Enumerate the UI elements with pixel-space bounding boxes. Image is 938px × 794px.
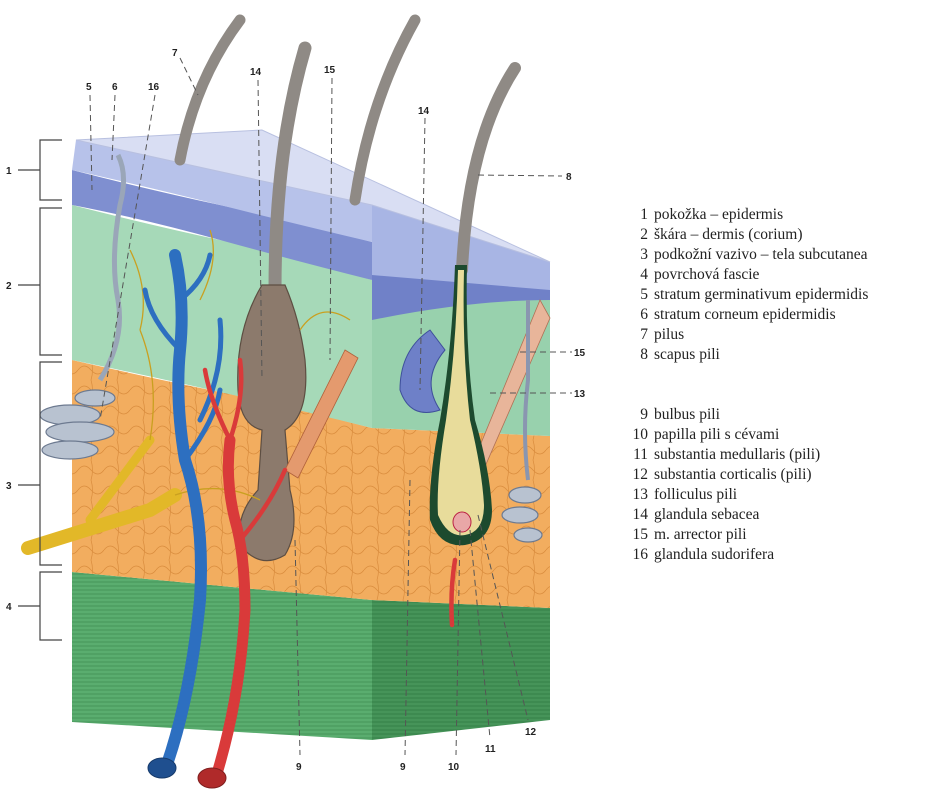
hair-shaft-3	[355, 20, 415, 200]
legend-num: 2	[628, 225, 654, 245]
legend-item-3: 3podkožní vazivo – tela subcutanea	[628, 245, 933, 265]
leader-8	[478, 175, 562, 176]
legend-num: 6	[628, 305, 654, 325]
legend-text: podkožní vazivo – tela subcutanea	[654, 245, 867, 265]
legend-num: 7	[628, 325, 654, 345]
legend-num: 1	[628, 205, 654, 225]
artery-cut-end	[198, 768, 226, 788]
layer-fascia	[72, 572, 372, 740]
legend-item-13: 13folliculus pili	[628, 485, 933, 505]
marker-15-left: 15	[324, 65, 336, 76]
marker-4: 4	[6, 602, 12, 613]
marker-16: 16	[148, 82, 160, 93]
legend-item-15: 15m. arrector pili	[628, 525, 933, 545]
legend-num: 13	[628, 485, 654, 505]
legend-item-5: 5stratum germinativum epidermidis	[628, 285, 933, 305]
legend-text: stratum corneum epidermidis	[654, 305, 836, 325]
marker-13: 13	[574, 389, 586, 400]
sweat-coil-side-2	[502, 507, 538, 523]
legend-text: scapus pili	[654, 345, 720, 365]
legend-text: pilus	[654, 325, 684, 345]
sweat-coil-2	[46, 422, 114, 442]
legend-text: folliculus pili	[654, 485, 737, 505]
sweat-coil-4	[75, 390, 115, 406]
marker-5: 5	[86, 82, 92, 93]
legend-text: papilla pili s cévami	[654, 425, 779, 445]
layer-brackets	[18, 140, 62, 640]
legend-num: 8	[628, 345, 654, 365]
marker-15-right: 15	[574, 348, 586, 359]
leader-7	[180, 58, 198, 95]
legend-item-11: 11substantia medullaris (pili)	[628, 445, 933, 465]
legend-item-6: 6stratum corneum epidermidis	[628, 305, 933, 325]
legend-item-16: 16glandula sudorifera	[628, 545, 933, 565]
legend-item-2: 2škára – dermis (corium)	[628, 225, 933, 245]
sweat-coil-side-1	[509, 487, 541, 503]
marker-6: 6	[112, 82, 118, 93]
legend-num: 10	[628, 425, 654, 445]
legend-text: škára – dermis (corium)	[654, 225, 803, 245]
bracket-1	[18, 140, 62, 200]
legend-num: 9	[628, 405, 654, 425]
marker-8: 8	[566, 172, 572, 183]
legend-text: pokožka – epidermis	[654, 205, 783, 225]
legend-num: 11	[628, 445, 654, 465]
legend-item-14: 14glandula sebacea	[628, 505, 933, 525]
side-fascia	[372, 600, 550, 740]
legend-item-4: 4povrchová fascie	[628, 265, 933, 285]
legend-text: stratum germinativum epidermidis	[654, 285, 868, 305]
marker-9-left: 9	[296, 762, 302, 773]
hair-papilla	[453, 512, 471, 532]
legend-num: 5	[628, 285, 654, 305]
legend-num: 16	[628, 545, 654, 565]
legend-num: 3	[628, 245, 654, 265]
bracket-4	[18, 572, 62, 640]
marker-7: 7	[172, 48, 178, 59]
legend-text: substantia medullaris (pili)	[654, 445, 820, 465]
marker-11: 11	[485, 744, 496, 755]
legend-text: bulbus pili	[654, 405, 720, 425]
legend-text: povrchová fascie	[654, 265, 759, 285]
legend-text: m. arrector pili	[654, 525, 747, 545]
legend-text: substantia corticalis (pili)	[654, 465, 812, 485]
legend-num: 14	[628, 505, 654, 525]
vein-cut-end	[148, 758, 176, 778]
legend-num: 12	[628, 465, 654, 485]
marker-2: 2	[6, 281, 12, 292]
legend-gap	[628, 365, 933, 405]
legend-num: 4	[628, 265, 654, 285]
legend-item-1: 1pokožka – epidermis	[628, 205, 933, 225]
legend-num: 15	[628, 525, 654, 545]
marker-9-right: 9	[400, 762, 406, 773]
legend-item-10: 10papilla pili s cévami	[628, 425, 933, 445]
legend-item-8: 8scapus pili	[628, 345, 933, 365]
marker-3: 3	[6, 481, 12, 492]
bracket-2	[18, 208, 62, 355]
legend-item-12: 12substantia corticalis (pili)	[628, 465, 933, 485]
sweat-coil-3	[42, 441, 98, 459]
sweat-coil-side-3	[514, 528, 542, 542]
legend-text: glandula sebacea	[654, 505, 759, 525]
marker-1: 1	[6, 166, 12, 177]
marker-14-right: 14	[418, 106, 430, 117]
marker-10: 10	[448, 762, 460, 773]
marker-12: 12	[525, 727, 537, 738]
marker-14-left: 14	[250, 67, 262, 78]
legend-item-9: 9bulbus pili	[628, 405, 933, 425]
legend: 1pokožka – epidermis 2škára – dermis (co…	[628, 205, 933, 565]
legend-item-7: 7pilus	[628, 325, 933, 345]
legend-text: glandula sudorifera	[654, 545, 774, 565]
